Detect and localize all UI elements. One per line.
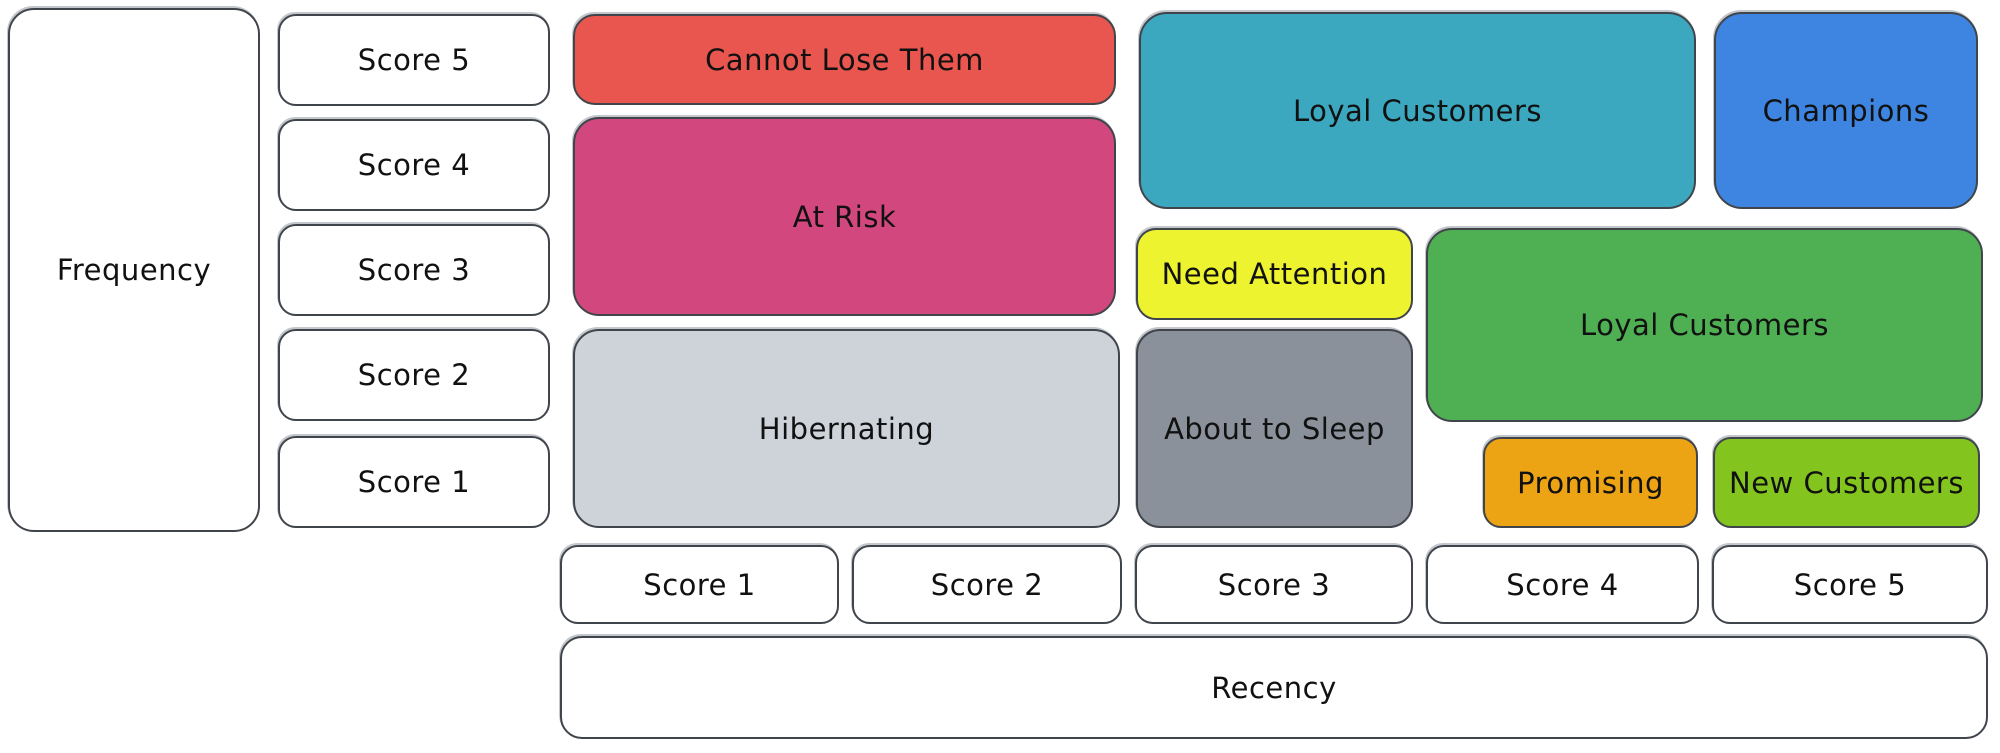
segment-need-attention-label: Need Attention <box>1161 257 1388 291</box>
recency-score-5-box: Score 5 <box>1712 545 1988 624</box>
segment-loyal-customers-mid-label: Loyal Customers <box>1579 308 1830 342</box>
frequency-axis-box: Frequency <box>8 8 260 532</box>
segment-cannot-lose-them: Cannot Lose Them <box>573 14 1116 105</box>
recency-score-2-label: Score 2 <box>930 567 1044 602</box>
frequency-score-5-box: Score 5 <box>278 14 550 106</box>
segment-at-risk-label: At Risk <box>792 199 897 234</box>
recency-axis-box: Recency <box>560 636 1988 739</box>
frequency-score-2-label: Score 2 <box>357 358 471 392</box>
segment-hibernating: Hibernating <box>573 329 1120 528</box>
recency-score-2-box: Score 2 <box>852 545 1122 624</box>
frequency-score-3-box: Score 3 <box>278 224 550 316</box>
recency-score-4-label: Score 4 <box>1506 567 1619 602</box>
segment-need-attention: Need Attention <box>1136 228 1413 320</box>
segment-about-to-sleep: About to Sleep <box>1136 329 1413 528</box>
segment-loyal-customers-mid: Loyal Customers <box>1426 228 1983 422</box>
frequency-score-1-label: Score 1 <box>357 465 471 499</box>
segment-cannot-lose-them-label: Cannot Lose Them <box>705 42 984 77</box>
recency-score-4-box: Score 4 <box>1426 545 1699 624</box>
recency-score-1-box: Score 1 <box>560 545 839 624</box>
segment-at-risk: At Risk <box>573 117 1116 316</box>
recency-axis-label: Recency <box>1211 670 1337 705</box>
recency-score-5-label: Score 5 <box>1793 567 1907 602</box>
segment-hibernating-label: Hibernating <box>758 411 935 446</box>
segment-loyal-customers-top: Loyal Customers <box>1139 12 1696 209</box>
frequency-score-1-box: Score 1 <box>278 436 550 528</box>
segment-champions-label: Champions <box>1762 93 1930 128</box>
segment-loyal-customers-top-label: Loyal Customers <box>1292 93 1543 128</box>
frequency-axis-label: Frequency <box>56 253 212 287</box>
frequency-score-5-label: Score 5 <box>357 43 471 77</box>
recency-score-3-label: Score 3 <box>1217 567 1331 602</box>
segment-about-to-sleep-label: About to Sleep <box>1164 411 1385 446</box>
frequency-score-3-label: Score 3 <box>357 253 471 287</box>
segment-champions: Champions <box>1714 12 1978 209</box>
segment-new-customers: New Customers <box>1713 437 1980 528</box>
segment-promising-label: Promising <box>1517 465 1664 500</box>
frequency-score-4-label: Score 4 <box>357 148 471 182</box>
segment-new-customers-label: New Customers <box>1729 465 1964 500</box>
recency-score-1-label: Score 1 <box>643 567 756 602</box>
frequency-score-2-box: Score 2 <box>278 329 550 421</box>
recency-score-3-box: Score 3 <box>1135 545 1413 624</box>
segment-promising: Promising <box>1483 437 1698 528</box>
frequency-score-4-box: Score 4 <box>278 119 550 211</box>
